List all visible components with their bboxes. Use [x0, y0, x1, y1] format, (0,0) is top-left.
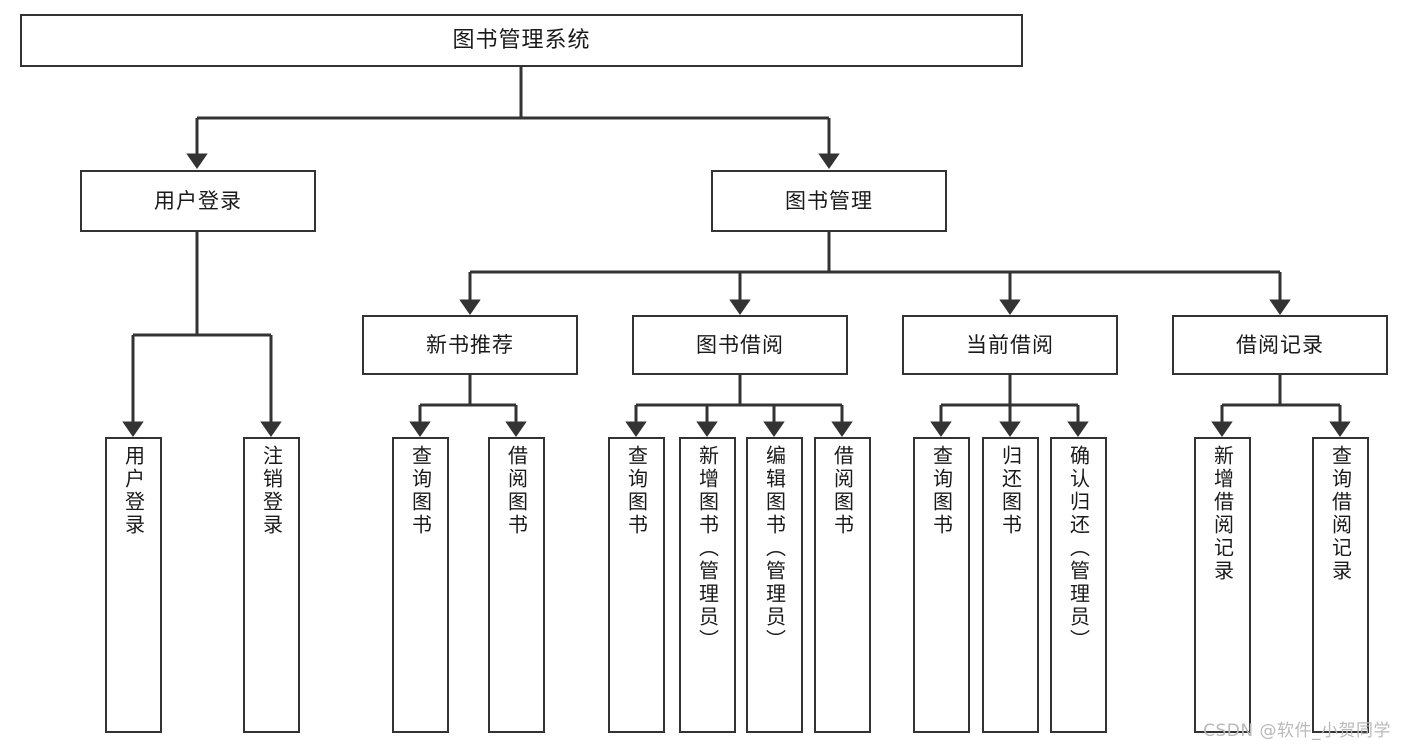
node-book-management[interactable]: 图书管理	[711, 170, 947, 232]
node-leaf-query-book-current[interactable]: 查询图书	[913, 437, 970, 733]
node-label: 当前借阅	[966, 332, 1054, 357]
node-label: 新书推荐	[426, 332, 514, 357]
node-label: 新增图书（管理员）	[695, 445, 720, 652]
node-label: 确认归还（管理员）	[1066, 445, 1091, 652]
node-current-borrow[interactable]: 当前借阅	[902, 315, 1118, 375]
node-user-login[interactable]: 用户登录	[80, 170, 316, 232]
node-label: 用户登录	[154, 188, 242, 213]
node-borrow-record[interactable]: 借阅记录	[1172, 315, 1388, 375]
node-leaf-query-book-recommend[interactable]: 查询图书	[392, 437, 449, 733]
node-new-book-recommend[interactable]: 新书推荐	[362, 315, 578, 375]
node-root-book-management-system[interactable]: 图书管理系统	[20, 14, 1023, 67]
node-leaf-return-book[interactable]: 归还图书	[982, 437, 1039, 733]
node-label: 注销登录	[259, 445, 284, 537]
node-label: 归还图书	[998, 445, 1023, 537]
node-leaf-add-borrow-record[interactable]: 新增借阅记录	[1194, 437, 1251, 733]
node-leaf-logout[interactable]: 注销登录	[243, 437, 300, 733]
node-leaf-user-login[interactable]: 用户登录	[105, 437, 162, 733]
node-label: 图书管理	[785, 188, 873, 213]
node-label: 查询图书	[624, 445, 649, 537]
node-leaf-borrow-book[interactable]: 借阅图书	[814, 437, 871, 733]
node-leaf-query-borrow-record[interactable]: 查询借阅记录	[1312, 437, 1369, 733]
node-label: 图书借阅	[696, 332, 784, 357]
node-label: 借阅记录	[1236, 332, 1324, 357]
node-book-borrow[interactable]: 图书借阅	[632, 315, 848, 375]
node-label: 查询图书	[408, 445, 433, 537]
csdn-watermark: CSDN @软件_小贺同学	[1203, 721, 1391, 741]
node-label: 图书管理系统	[452, 27, 591, 53]
node-label: 用户登录	[121, 445, 146, 537]
node-label: 查询借阅记录	[1328, 445, 1353, 583]
node-label: 借阅图书	[504, 445, 529, 537]
node-leaf-borrow-book-recommend[interactable]: 借阅图书	[488, 437, 545, 733]
node-leaf-confirm-return-admin[interactable]: 确认归还（管理员）	[1050, 437, 1107, 733]
node-label: 新增借阅记录	[1210, 445, 1235, 583]
node-leaf-edit-book-admin[interactable]: 编辑图书（管理员）	[746, 437, 803, 733]
node-leaf-add-book-admin[interactable]: 新增图书（管理员）	[679, 437, 736, 733]
node-leaf-query-book-borrow[interactable]: 查询图书	[608, 437, 665, 733]
node-label: 查询图书	[929, 445, 954, 537]
node-label: 编辑图书（管理员）	[762, 445, 787, 652]
node-label: 借阅图书	[830, 445, 855, 537]
